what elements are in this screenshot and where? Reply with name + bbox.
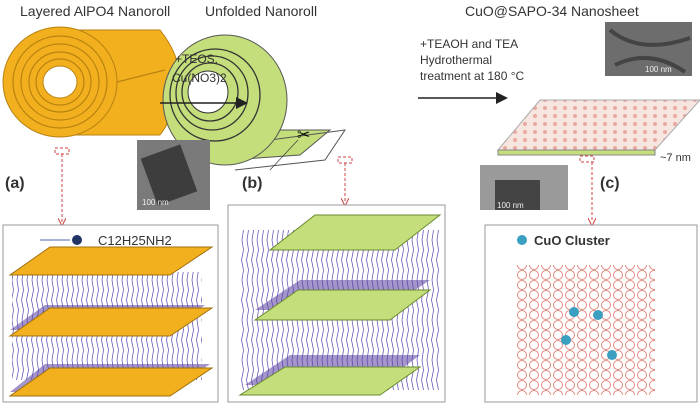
scale-bar-a: 100 nm (142, 198, 169, 207)
title-c: CuO@SAPO-34 Nanosheet (465, 3, 639, 19)
step2-line3: treatment at 180 °C (420, 69, 525, 83)
scissors-icon: ✂ (297, 127, 310, 144)
title-a: Layered AlPO4 Nanoroll (20, 3, 170, 19)
tem-inset-c: 100 nm (605, 22, 692, 76)
panel-label-c: (c) (600, 175, 620, 192)
panel-label-b: (b) (242, 175, 262, 192)
panel-box-a: C12H25NH2 (2, 224, 219, 403)
cuo-sapo-nanosheet (496, 99, 700, 156)
step2-line1: +TEAOH and TEA (420, 37, 518, 51)
panel-label-a: (a) (5, 175, 25, 192)
alpo-nanoroll (2, 26, 181, 138)
tem-inset-b: 100 nm (480, 165, 568, 210)
zoom-arrows (54, 147, 594, 222)
step1-line2: Cu(NO3)2 (172, 71, 227, 85)
step2-line2: Hydrothermal (420, 53, 492, 67)
legend-c-label: CuO Cluster (534, 233, 610, 248)
thickness-label: ~7 nm (660, 152, 691, 164)
panel-box-c: CuO Cluster (484, 224, 698, 403)
surfactant-icon (72, 235, 82, 245)
step1-line1: +TEOS, (175, 52, 218, 66)
legend-a-label: C12H25NH2 (98, 233, 172, 248)
scale-bar-c: 100 nm (645, 65, 672, 74)
cuo-cluster-icon (517, 235, 527, 245)
panel-box-b (227, 204, 446, 403)
scale-bar-b: 100 nm (497, 201, 524, 210)
cuo-clusters (561, 307, 617, 360)
tem-inset-a: 100 nm (137, 140, 210, 210)
sapo-lattice (515, 265, 655, 395)
title-b: Unfolded Nanoroll (205, 3, 317, 19)
